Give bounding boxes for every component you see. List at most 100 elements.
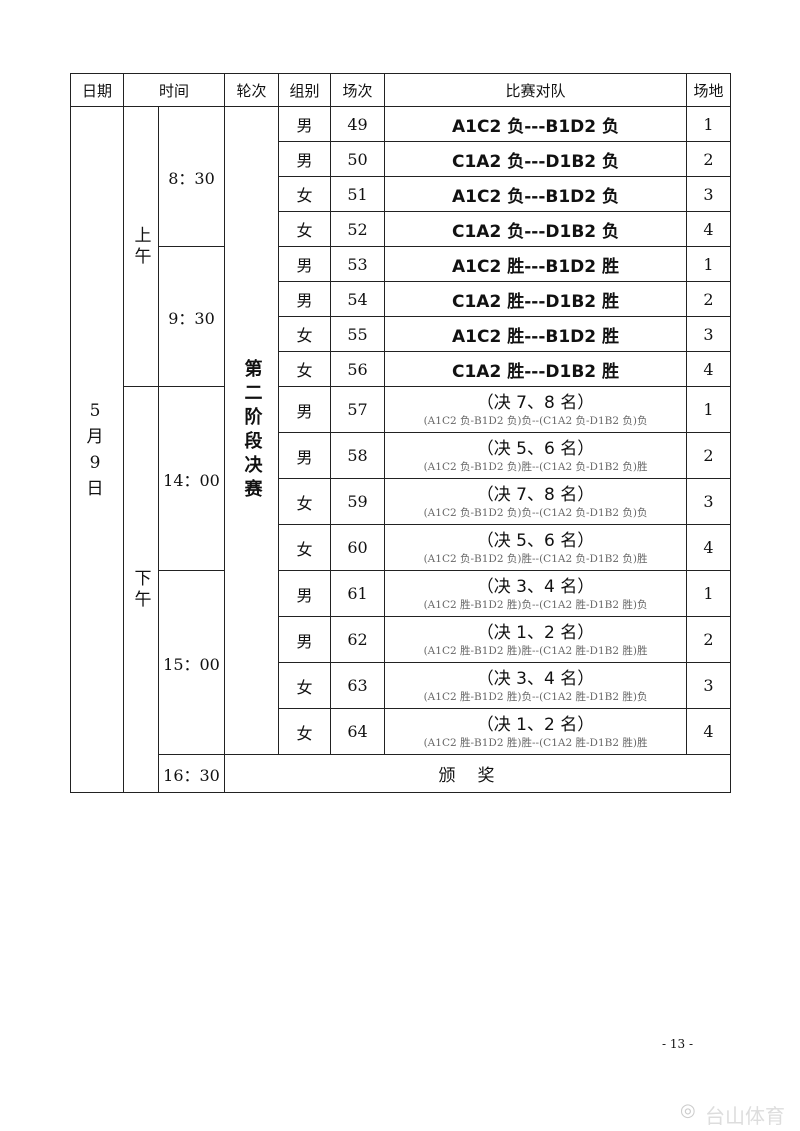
venue-cell: 3: [686, 176, 732, 212]
teams-cell: C1A2 负---D1B2 负: [384, 211, 688, 247]
time-cell: 16：30: [157, 754, 226, 793]
match-number: 63: [330, 662, 386, 709]
group-cell: 女: [278, 316, 332, 352]
placement-detail: (A1C2 负-B1D2 负)负--(C1A2 负-D1B2 负)负: [423, 414, 648, 427]
header-match-no: 场次: [330, 73, 386, 107]
venue-cell: 3: [686, 478, 732, 525]
venue-cell: 4: [686, 211, 732, 247]
group-cell: 女: [278, 478, 332, 525]
date-cell: 5月9日: [70, 106, 124, 793]
match-number: 51: [330, 176, 386, 212]
teams-cell: （决 7、8 名）(A1C2 负-B1D2 负)负--(C1A2 负-D1B2 …: [384, 478, 688, 525]
pm-label: 下午: [130, 568, 151, 611]
teams-cell: C1A2 胜---D1B2 胜: [384, 351, 688, 387]
placement-title: （决 5、6 名）: [476, 438, 595, 459]
placement-title: （决 5、6 名）: [476, 530, 595, 551]
teams-cell: （决 7、8 名）(A1C2 负-B1D2 负)负--(C1A2 负-D1B2 …: [384, 386, 688, 433]
teams-cell: （决 3、4 名）(A1C2 胜-B1D2 胜)负--(C1A2 胜-D1B2 …: [384, 662, 688, 709]
group-cell: 男: [278, 141, 332, 177]
venue-cell: 4: [686, 524, 732, 571]
match-number: 58: [330, 432, 386, 479]
round-cell: 第二阶段决赛: [224, 106, 280, 755]
match-number: 56: [330, 351, 386, 387]
header-teams: 比赛对队: [384, 73, 688, 107]
venue-cell: 1: [686, 386, 732, 433]
page-number: - 13 -: [662, 1037, 694, 1051]
placement-title: （决 1、2 名）: [476, 714, 595, 735]
match-number: 62: [330, 616, 386, 663]
placement-detail: (A1C2 负-B1D2 负)负--(C1A2 负-D1B2 负)负: [423, 506, 648, 519]
placement-title: （决 7、8 名）: [476, 392, 595, 413]
match-number: 52: [330, 211, 386, 247]
venue-cell: 4: [686, 351, 732, 387]
match-number: 55: [330, 316, 386, 352]
time-cell: 8：30: [157, 106, 226, 247]
group-cell: 男: [278, 570, 332, 617]
header-row: 日期 时间 轮次 组别 场次 比赛对队 场地: [70, 73, 732, 107]
placement-detail: (A1C2 负-B1D2 负)胜--(C1A2 负-D1B2 负)胜: [423, 552, 648, 565]
venue-cell: 3: [686, 662, 732, 709]
pm-cell: 下午: [123, 386, 159, 793]
date: 5月9日: [86, 400, 108, 499]
group-cell: 女: [278, 708, 332, 755]
teams-cell: A1C2 胜---B1D2 胜: [384, 246, 688, 282]
placement-detail: (A1C2 负-B1D2 负)胜--(C1A2 负-D1B2 负)胜: [423, 460, 648, 473]
placement-title: （决 1、2 名）: [476, 622, 595, 643]
venue-cell: 3: [686, 316, 732, 352]
group-cell: 男: [278, 432, 332, 479]
am-label: 上午: [130, 225, 151, 268]
am-cell: 上午: [123, 106, 159, 387]
venue-cell: 4: [686, 708, 732, 755]
teams-cell: A1C2 负---B1D2 负: [384, 106, 688, 142]
placement-title: （决 7、8 名）: [476, 484, 595, 505]
header-date: 日期: [70, 73, 124, 107]
group-cell: 女: [278, 524, 332, 571]
venue-cell: 2: [686, 616, 732, 663]
header-time: 时间: [122, 73, 226, 107]
time-cell: 15：00: [157, 570, 226, 755]
teams-cell: （决 5、6 名）(A1C2 负-B1D2 负)胜--(C1A2 负-D1B2 …: [384, 524, 688, 571]
group-cell: 女: [278, 662, 332, 709]
match-number: 54: [330, 281, 386, 317]
placement-detail: (A1C2 胜-B1D2 胜)胜--(C1A2 胜-D1B2 胜)胜: [423, 736, 648, 749]
venue-cell: 2: [686, 432, 732, 479]
teams-cell: （决 1、2 名）(A1C2 胜-B1D2 胜)胜--(C1A2 胜-D1B2 …: [384, 616, 688, 663]
placement-title: （决 3、4 名）: [476, 576, 595, 597]
header-group: 组别: [278, 73, 332, 107]
placement-detail: (A1C2 胜-B1D2 胜)胜--(C1A2 胜-D1B2 胜)胜: [423, 644, 648, 657]
teams-cell: C1A2 胜---D1B2 胜: [384, 281, 688, 317]
group-cell: 女: [278, 211, 332, 247]
venue-cell: 1: [686, 570, 732, 617]
group-cell: 男: [278, 246, 332, 282]
watermark: 台山体育: [705, 1104, 785, 1128]
group-cell: 男: [278, 281, 332, 317]
match-number: 59: [330, 478, 386, 525]
award-cell: 颁奖: [224, 754, 732, 793]
group-cell: 女: [278, 351, 332, 387]
match-number: 64: [330, 708, 386, 755]
match-number: 60: [330, 524, 386, 571]
match-number: 53: [330, 246, 386, 282]
time-cell: 14：00: [157, 386, 226, 571]
teams-cell: C1A2 负---D1B2 负: [384, 141, 688, 177]
venue-cell: 2: [686, 141, 732, 177]
match-number: 50: [330, 141, 386, 177]
venue-cell: 1: [686, 106, 732, 142]
teams-cell: A1C2 胜---B1D2 胜: [384, 316, 688, 352]
group-cell: 女: [278, 176, 332, 212]
teams-cell: （决 3、4 名）(A1C2 胜-B1D2 胜)负--(C1A2 胜-D1B2 …: [384, 570, 688, 617]
group-cell: 男: [278, 106, 332, 142]
